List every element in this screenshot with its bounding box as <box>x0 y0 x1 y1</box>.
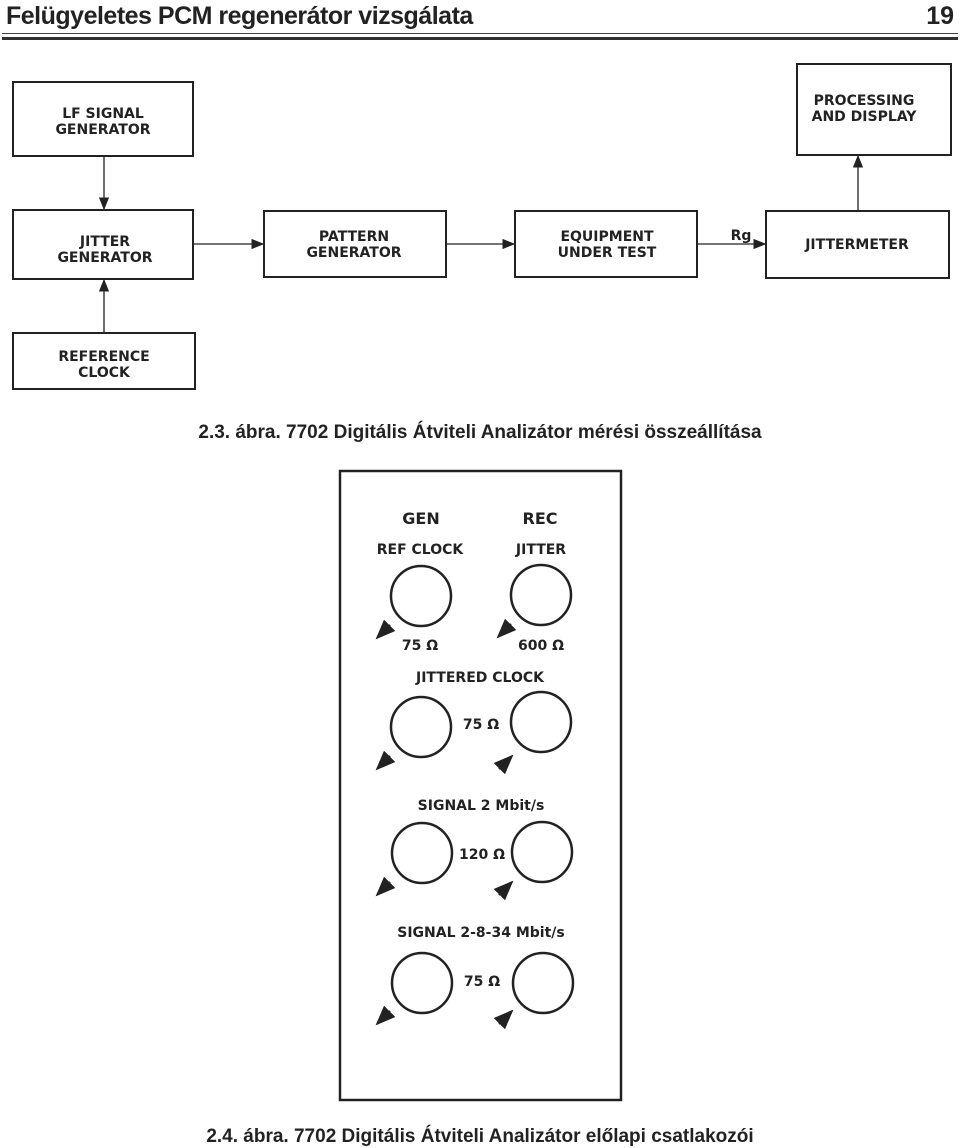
impedance-label: 75 Ω <box>463 717 499 733</box>
connector-signal-2-gen[interactable] <box>390 821 454 885</box>
impedance-label: 75 Ω <box>402 638 438 654</box>
block-label: REFERENCE <box>58 349 149 365</box>
block-label: GENERATOR <box>306 245 401 261</box>
front-panel: GEN REC REF CLOCK JITTER 75 Ω 600 Ω JITT… <box>338 469 623 1102</box>
rec-label: REC <box>523 509 558 528</box>
impedance-label: 75 Ω <box>464 974 500 990</box>
block-label: EQUIPMENT <box>560 229 654 245</box>
impedance-label: 600 Ω <box>518 638 564 654</box>
jitter-label: JITTER <box>515 542 566 558</box>
connector-signal-2834-gen[interactable] <box>390 951 454 1015</box>
figure-1-caption: 2.3. ábra. 7702 Digitális Átviteli Anali… <box>198 422 762 443</box>
block-label: GENERATOR <box>55 122 150 138</box>
page-header-title: Felügyeletes PCM regenerátor vizsgálata <box>6 2 473 30</box>
block-processing-display <box>796 63 952 156</box>
impedance-label: 120 Ω <box>459 847 505 863</box>
output-arrow-icon <box>375 619 396 640</box>
output-arrow-icon <box>496 618 517 639</box>
header-rule-thin <box>2 33 958 34</box>
header-rule-thick <box>2 37 958 40</box>
input-arrow-icon <box>493 754 514 775</box>
connector-jitter[interactable] <box>509 563 573 627</box>
block-label: GENERATOR <box>57 250 152 266</box>
block-label: JITTER <box>79 234 130 250</box>
connector-signal-2-rec[interactable] <box>510 820 574 884</box>
block-label: PATTERN <box>319 229 389 245</box>
input-arrow-icon <box>493 880 514 901</box>
block-label: UNDER TEST <box>558 245 657 261</box>
ref-clock-label: REF CLOCK <box>377 542 465 558</box>
block-label: LF SIGNAL <box>62 106 144 122</box>
page-number: 19 <box>926 2 954 30</box>
rg-label: Rg <box>731 228 752 244</box>
output-arrow-icon <box>375 1005 396 1026</box>
input-arrow-icon <box>493 1009 514 1030</box>
block-label: JITTERMETER <box>804 237 909 253</box>
figure-2-caption: 2.4. ábra. 7702 Digitális Átviteli Anali… <box>206 1126 754 1147</box>
block-label: PROCESSING <box>814 93 915 109</box>
block-label: AND DISPLAY <box>812 109 918 125</box>
block-lf-signal-generator <box>12 81 194 157</box>
panel-border <box>338 469 623 1102</box>
connector-signal-2834-rec[interactable] <box>511 951 575 1015</box>
jittered-clock-label: JITTERED CLOCK <box>415 670 545 686</box>
block-label: CLOCK <box>78 365 131 381</box>
gen-label: GEN <box>402 509 439 528</box>
connector-ref-clock[interactable] <box>389 564 453 628</box>
signal-2-label: SIGNAL 2 Mbit/s <box>418 798 545 814</box>
output-arrow-icon <box>375 750 396 771</box>
signal-2834-label: SIGNAL 2-8-34 Mbit/s <box>397 925 564 941</box>
connector-jittered-clock-rec[interactable] <box>509 690 573 754</box>
connector-jittered-clock-gen[interactable] <box>389 695 453 759</box>
block-diagram <box>12 63 952 390</box>
output-arrow-icon <box>375 876 396 897</box>
